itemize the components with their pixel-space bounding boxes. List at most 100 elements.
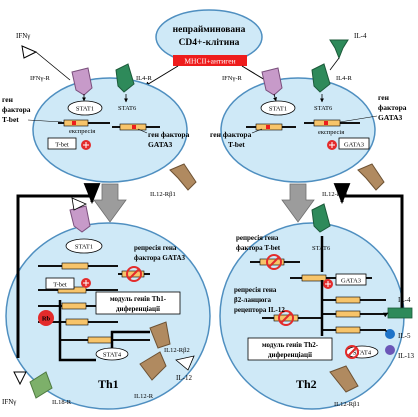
il5-output-icon xyxy=(385,329,395,339)
naive-cell-label-1: непрайминована xyxy=(173,24,246,35)
gene-gata3-right-label-3: GATA3 xyxy=(378,113,403,122)
il12r-label: IL12-R xyxy=(134,393,154,400)
il4-top-label: IL-4 xyxy=(354,32,367,40)
th1-module-label-1: модуль генів Th1- xyxy=(110,295,167,303)
gene-tbet-label-1: ген xyxy=(2,95,14,104)
gray-arrow-right xyxy=(281,183,315,223)
top-left-cell: IFNγ IFNγ-R IL4-R STAT1 STAT6 експресія … xyxy=(2,32,197,198)
gene-gata3-right-label-2: фактора xyxy=(378,103,407,112)
il12rb1-left-icon xyxy=(169,163,197,191)
repress-gata3-label-1: репресія гена xyxy=(134,244,177,252)
th2-gata3-label: GATA3 xyxy=(341,278,361,285)
naive-cell: непрайминована CD4+-клітина xyxy=(155,9,263,65)
stat1-right-label: STAT1 xyxy=(269,106,287,113)
th2-il12rb1-icon xyxy=(329,365,359,393)
ifng-top-label: IFNγ xyxy=(16,32,30,40)
repress-gata3-label-2: фактора GATA3 xyxy=(134,254,186,262)
il12rb1-right-icon xyxy=(357,163,385,191)
il12rb2-label: IL12-Rβ2 xyxy=(164,347,190,354)
il12-ligand-icon xyxy=(175,355,195,371)
gata3-box xyxy=(338,137,370,150)
th2-module-label-2: диференціації xyxy=(268,351,312,359)
th2-module-box xyxy=(247,337,333,361)
gene-gata3-label-2: GATA3 xyxy=(148,140,173,149)
th1-tbet-label: T-bet xyxy=(53,282,67,289)
th1-label: Th1 xyxy=(98,377,119,391)
th2-il12rb1-label: IL12-Rβ1 xyxy=(334,401,360,408)
il4-ligand-icon xyxy=(329,39,349,60)
stat6-label: STAT6 xyxy=(118,105,137,112)
il18r-icon xyxy=(29,371,53,399)
th2-cell: STAT6 репресія гена фактора T-bet GATA3 … xyxy=(219,183,414,410)
ifng-feedback-loop xyxy=(16,183,101,358)
ifng-bottom-label: IFNγ xyxy=(2,398,16,406)
stat1-right-node xyxy=(260,100,296,116)
top-right-cell: IL-4 IFNγ-R IL4-R STAT1 STAT6 експресія … xyxy=(210,32,407,198)
gene-tbet-right-label-1: ген фактора xyxy=(210,130,252,139)
th2-stat4-label: STAT4 xyxy=(353,350,372,357)
th1-module-label-2: диференціації xyxy=(116,305,160,313)
mhc-antigen-box: MHCII+антиген xyxy=(173,55,247,66)
rb-factor-icon xyxy=(38,310,54,326)
ifng-output-icon xyxy=(13,371,27,386)
expression-label-left: експресія xyxy=(69,128,95,135)
il12-label: IL-12 xyxy=(176,374,192,382)
repress-tbet-label-1: репресія гена xyxy=(236,234,279,242)
mhc-antigen-label: MHCII+антиген xyxy=(184,57,235,66)
gata3-box-label: GATA3 xyxy=(344,142,364,149)
stat1-label: STAT1 xyxy=(76,106,94,113)
il4-receptor-icon xyxy=(115,63,135,93)
il13-output-label: IL-13 xyxy=(398,352,414,360)
il4-receptor-label: IL4-R xyxy=(136,75,153,82)
th2-gata3-box xyxy=(335,273,367,286)
gray-arrow-left xyxy=(93,183,127,223)
rb-factor-label: Rb xyxy=(42,316,51,323)
tbet-box-label: T-bet xyxy=(55,142,69,149)
repress-gata3-icon xyxy=(126,266,142,282)
ifng-receptor-label: IFNγ-R xyxy=(30,75,51,82)
il18r-label: IL18-R xyxy=(52,399,72,406)
ifng-receptor-right-label: IFNγ-R xyxy=(222,75,243,82)
il4-output-label: IL-4 xyxy=(398,296,411,304)
il5-output-label: IL-5 xyxy=(398,332,411,340)
il12rb1-left-label: IL12-Rβ1 xyxy=(150,191,176,198)
il4-receptor-right-icon xyxy=(311,63,331,93)
ifng-receptor-icon xyxy=(71,67,93,96)
gene-gata3-right-label-1: ген xyxy=(378,93,390,102)
tbet-box xyxy=(47,137,77,150)
th2-label: Th2 xyxy=(296,377,317,391)
th2-module-label-1: модуль генів Th2- xyxy=(262,341,319,349)
repress-b2-label-3: рецептора IL-12 xyxy=(234,306,285,314)
ifng-ligand-icon xyxy=(21,45,38,59)
arrow-naive-to-left xyxy=(144,65,179,87)
expression-label-right: експресія xyxy=(318,129,344,136)
il4-output-icon xyxy=(387,307,413,319)
th1-stat1-node xyxy=(65,238,103,254)
il4-receptor-right-label: IL4-R xyxy=(336,75,353,82)
gene-gata3-label-1: ген фактора xyxy=(148,130,190,139)
il12rb2-icon xyxy=(149,321,171,349)
th1-tbet-box xyxy=(45,277,75,290)
th1-stat1-label: STAT1 xyxy=(75,244,93,251)
gene-tbet-label-3: T-bet xyxy=(2,115,19,124)
repress-b2-label-2: β2-ланцюга xyxy=(234,296,272,304)
ifng-binding-line xyxy=(35,51,71,81)
ifng-receptor-right-icon xyxy=(261,67,283,96)
repress-tbet-icon xyxy=(266,254,282,270)
gene-tbet-right-label-2: T-bet xyxy=(228,140,245,149)
th1-cell: IFNγ STAT1 T-bet репресія гена фактора G… xyxy=(2,183,211,410)
th2-il4-receptor-icon xyxy=(311,203,331,233)
repress-tbet-label-2: фактора T-bet xyxy=(236,244,281,252)
il4-feedback-loop xyxy=(333,183,404,310)
il13-output-icon xyxy=(385,345,395,355)
il12r-icon xyxy=(139,351,167,381)
gene-tbet-label-2: фактора xyxy=(2,105,31,114)
th1-ifng-receptor-icon xyxy=(69,205,91,233)
repress-b2-icon xyxy=(278,310,294,326)
repress-b2-label-1: репресія гена xyxy=(234,286,277,294)
stat6-right-label: STAT6 xyxy=(314,105,333,112)
th1-module-box xyxy=(95,291,181,315)
naive-cell-label-2: CD4+-клітина xyxy=(179,37,240,48)
